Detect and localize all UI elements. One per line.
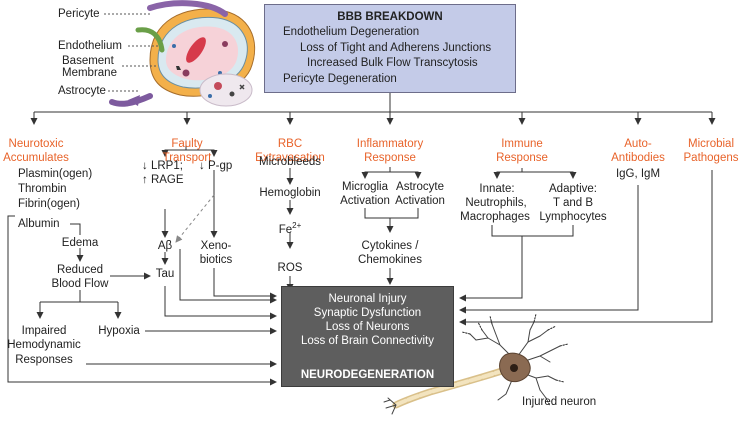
bbb-junctions: Loss of Tight and Adherens Junctions: [300, 42, 492, 54]
hemoglobin-label: Hemoglobin: [259, 187, 321, 199]
outcome-neuronal-injury: Neuronal Injury: [328, 293, 407, 305]
pgp-label: ↓ P-gp: [199, 160, 233, 172]
endothelium-label: Endothelium: [58, 40, 122, 52]
microglia-label-line2: Activation: [340, 195, 390, 207]
category-autoantibodies-line2: Antibodies: [611, 152, 665, 164]
basement-label-line1: Basement: [62, 55, 114, 67]
injured-neuron-illustration: [383, 313, 569, 415]
astrocyte-label: Astrocyte: [58, 85, 106, 97]
iron-label: Fe2+: [270, 219, 310, 237]
plasmin-label: Plasmin(ogen): [18, 168, 93, 180]
category-faulty-line1: Faulty: [171, 138, 203, 150]
impaired-label-line1: Impaired: [21, 325, 67, 337]
hypoxia-label: Hypoxia: [98, 325, 140, 337]
category-neurotoxic-line2: Accumulates: [3, 152, 69, 164]
outcome-neurodegeneration: NEURODEGENERATION: [300, 369, 435, 381]
category-inflammatory-line2: Response: [364, 152, 416, 164]
adaptive-label-line3: Lymphocytes: [539, 211, 607, 223]
category-microbial-line2: Pathogens: [683, 152, 739, 164]
astrocyte-activation-line2: Activation: [395, 195, 445, 207]
cytokines-label-line1: Cytokines /: [361, 240, 419, 252]
albumin-label: Albumin: [18, 218, 60, 230]
xeno-label-line1: Xeno-: [200, 240, 232, 252]
pericyte-label: Pericyte: [58, 8, 100, 20]
edema-label: Edema: [61, 237, 99, 249]
outcome-synaptic: Synaptic Dysfunction: [313, 307, 422, 319]
blood-vessel-illustration: [109, 0, 256, 107]
antibodies-label: IgG, IgM: [615, 168, 661, 180]
adaptive-label-line1: Adaptive:: [549, 183, 597, 195]
ros-label: ROS: [277, 262, 303, 274]
neurodegeneration-box: [281, 286, 454, 387]
iron-symbol: Fe: [278, 223, 293, 236]
injured-neuron-label: Injured neuron: [522, 396, 597, 408]
innate-label-line1: Innate:: [479, 183, 515, 195]
bbb-transcytosis: Increased Bulk Flow Transcytosis: [307, 57, 478, 69]
xeno-label-line2: biotics: [199, 254, 233, 266]
reduced-label-line1: Reduced: [56, 264, 104, 276]
bbb-title: BBB BREAKDOWN: [337, 11, 443, 23]
impaired-label-line2: Hemodynamic: [7, 339, 81, 351]
innate-label-line3: Macrophages: [460, 211, 530, 223]
rage-label: ↑ RAGE: [142, 174, 184, 186]
tau-label: Tau: [155, 268, 175, 280]
outcome-loss-neurons: Loss of Neurons: [325, 321, 410, 333]
category-autoantibodies-line1: Auto-: [624, 138, 652, 150]
category-microbial-line1: Microbial: [687, 138, 734, 150]
microglia-label-line1: Microglia: [341, 181, 388, 193]
lrp1-label: ↓ LRP1;: [142, 160, 183, 172]
impaired-label-line3: Responses: [15, 354, 73, 366]
category-immune-line2: Response: [496, 152, 548, 164]
category-immune-line1: Immune: [501, 138, 543, 150]
outcome-connectivity: Loss of Brain Connectivity: [301, 335, 434, 347]
category-faulty-line2: Transport: [162, 152, 212, 164]
adaptive-label-line2: T and B: [552, 197, 594, 209]
basement-label-line2: Membrane: [62, 67, 117, 79]
fibrin-label: Fibrin(ogen): [18, 198, 80, 210]
thrombin-label: Thrombin: [18, 183, 67, 195]
category-rbc-line2: Extravasation: [255, 152, 325, 164]
bbb-breakdown-box: [264, 4, 516, 93]
category-neurotoxic-line1: Neurotoxic: [8, 138, 64, 150]
astrocyte-activation-line1: Astrocyte: [396, 181, 444, 193]
cytokines-label-line2: Chemokines: [358, 254, 422, 266]
reduced-label-line2: Blood Flow: [51, 278, 109, 290]
innate-label-line2: Neutrophils,: [465, 197, 527, 209]
iron-charge: 2+: [292, 221, 302, 230]
bbb-pericyte: Pericyte Degeneration: [283, 73, 397, 85]
category-inflammatory-line1: Inflammatory: [356, 138, 424, 150]
microbleeds-label: Microbleeds: [259, 156, 321, 168]
bbb-endothelium: Endothelium Degeneration: [283, 26, 420, 38]
abeta-label: Aβ: [157, 240, 173, 252]
category-rbc-line1: RBC: [277, 138, 303, 150]
